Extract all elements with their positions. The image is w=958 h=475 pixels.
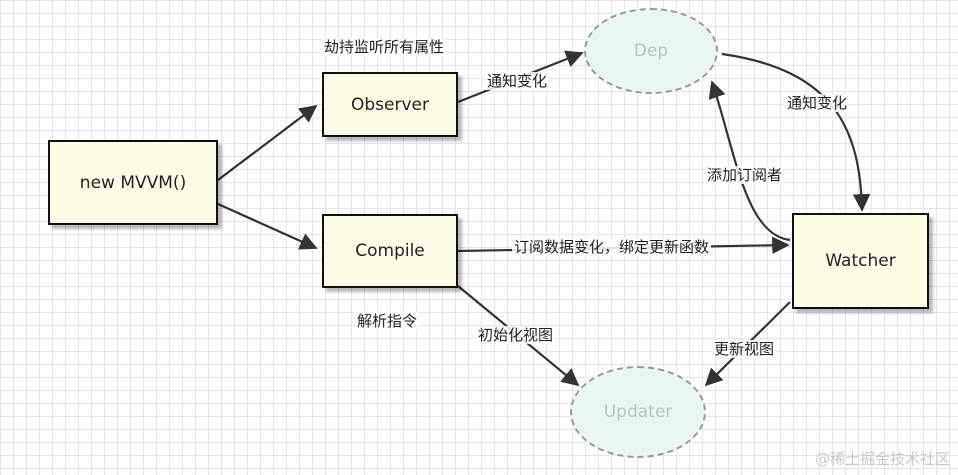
label-parse-directive: 解析指令 [355,312,420,330]
arrow-watcher-dep [708,80,791,242]
node-compile: Compile [322,214,458,288]
node-updater: Updater [570,366,706,458]
label-notify-dep-watcher: 通知变化 [785,94,850,112]
arrow-mvvm-observer [217,104,318,181]
node-dep: Dep [584,8,718,94]
label-notify-observer-dep: 通知变化 [485,72,550,90]
label-update-view: 更新视图 [712,340,777,358]
label-subscribe: 订阅数据变化，绑定更新函数 [512,238,712,256]
watermark-text: @稀土掘金技术社区 [814,450,950,468]
label-add-subscriber: 添加订阅者 [705,166,785,184]
arrow-mvvm-compile [217,202,318,250]
label-hijack: 劫持监听所有属性 [322,38,447,56]
node-watcher: Watcher [792,213,929,309]
node-observer: Observer [322,72,458,137]
node-mvvm: new MVVM() [48,140,218,225]
label-init-view: 初始化视图 [476,326,556,344]
